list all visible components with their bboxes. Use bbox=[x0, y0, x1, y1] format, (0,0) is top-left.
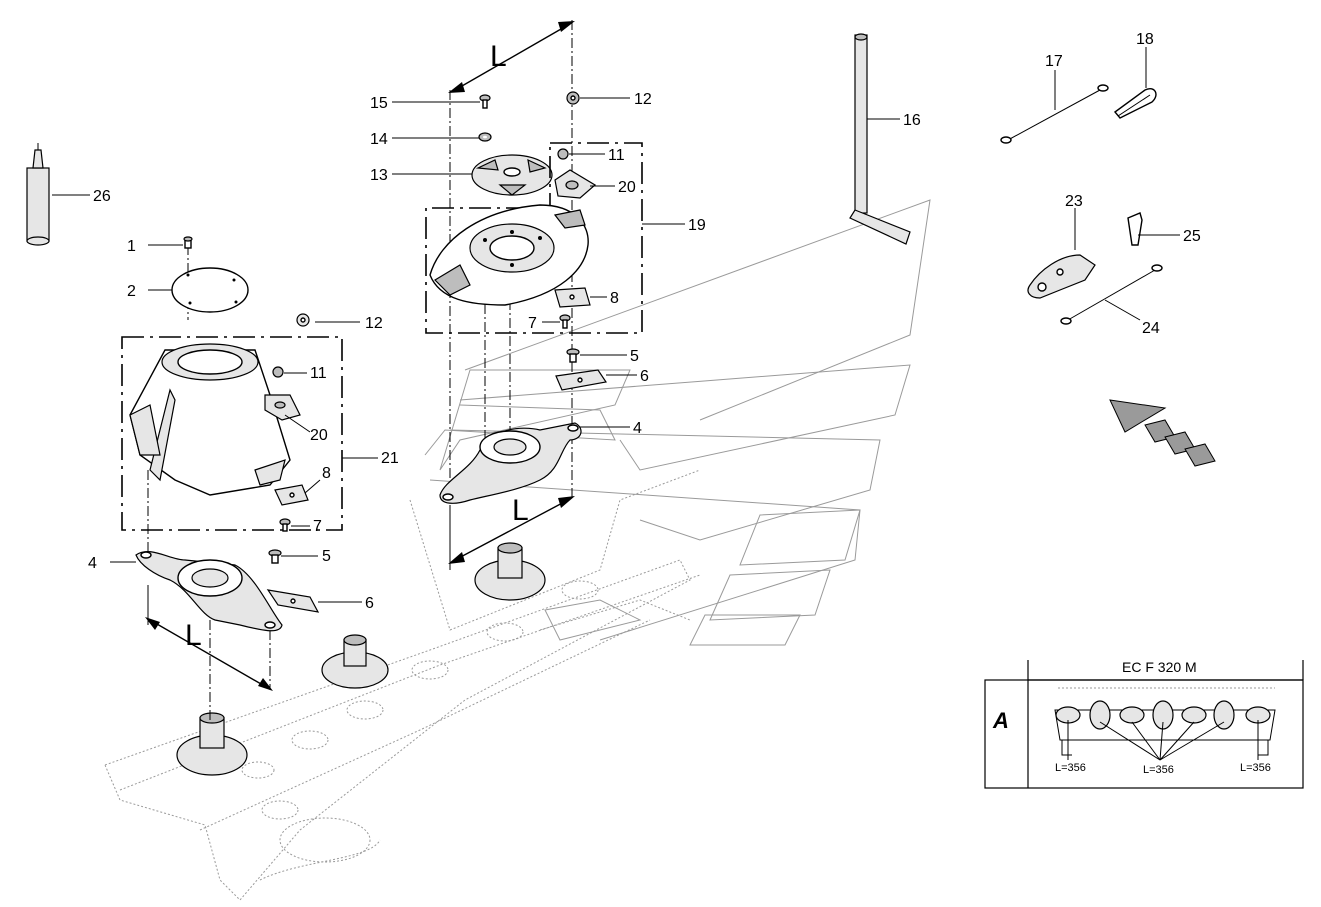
part-label: 17 bbox=[1045, 53, 1063, 70]
part-label: 8 bbox=[610, 290, 619, 307]
part-label: 21 bbox=[381, 450, 399, 467]
washer-part-14 bbox=[478, 132, 492, 142]
dimension-label: L bbox=[490, 40, 507, 73]
plate-part-8-right bbox=[554, 287, 591, 308]
part-label: 12 bbox=[634, 91, 652, 108]
part-label: 4 bbox=[88, 555, 97, 572]
part-label: 19 bbox=[688, 217, 706, 234]
drum-hood-part bbox=[129, 343, 291, 496]
screw-part-7-right bbox=[559, 314, 571, 329]
part-label: 26 bbox=[93, 188, 111, 205]
part-label: 12 bbox=[365, 315, 383, 332]
part-label: 7 bbox=[313, 518, 322, 535]
screw-part bbox=[183, 236, 193, 249]
nut-part-11-right bbox=[557, 148, 569, 160]
direction-arrow-icon bbox=[1109, 399, 1216, 467]
dimension-label: L bbox=[512, 494, 529, 527]
part-label: 23 bbox=[1065, 193, 1083, 210]
bolt-part-5-right bbox=[566, 348, 580, 363]
bracket-part-20 bbox=[264, 394, 301, 421]
part-label: 7 bbox=[528, 315, 537, 332]
part-label: 24 bbox=[1142, 320, 1160, 337]
lever-part-23 bbox=[1027, 254, 1096, 299]
grease-tube-part-26 bbox=[26, 143, 50, 246]
leader-lines bbox=[52, 47, 1180, 603]
part-label: 20 bbox=[618, 179, 636, 196]
blade-part-6-right bbox=[555, 369, 608, 391]
part-label: 15 bbox=[370, 95, 388, 112]
dimension-l-top bbox=[448, 21, 575, 93]
hex-key-tool-16 bbox=[849, 33, 911, 245]
dimension-l-lower bbox=[448, 496, 575, 570]
dimension-label: L bbox=[185, 619, 202, 652]
view-letter: A bbox=[992, 708, 1009, 733]
mower-bar-outline bbox=[104, 469, 701, 901]
screw-part-7 bbox=[279, 518, 291, 532]
left-assembly bbox=[121, 236, 343, 720]
disc-holder-part-4-right bbox=[439, 422, 582, 504]
plate-part-8 bbox=[274, 484, 309, 506]
nut-part-12 bbox=[296, 313, 310, 327]
part-labels: 1 2 4 5 6 7 8 11 12 20 21 26 15 14 13 12… bbox=[88, 31, 1201, 612]
part-label: 5 bbox=[322, 548, 331, 565]
part-label: 1 bbox=[127, 238, 136, 255]
cover-disc-part bbox=[171, 267, 249, 313]
inset-cutterbar bbox=[1054, 687, 1276, 761]
wire-part-17 bbox=[1000, 84, 1109, 144]
part-label: 13 bbox=[370, 167, 388, 184]
detail-inset: EC F 320 M A L=356 L=356 L=356 bbox=[984, 659, 1304, 789]
part-label: 16 bbox=[903, 112, 921, 129]
drum-hood-part-right bbox=[429, 204, 589, 306]
part-label: 14 bbox=[370, 131, 388, 148]
part-label: 4 bbox=[633, 420, 642, 437]
pin-part-18 bbox=[1113, 88, 1157, 119]
gear-unit-mid bbox=[321, 634, 389, 689]
inset-title: EC F 320 M bbox=[1122, 659, 1197, 675]
wire-part-24 bbox=[1060, 264, 1163, 325]
dimension-labels: L L L bbox=[185, 40, 529, 652]
part-label: 8 bbox=[322, 465, 331, 482]
part-label: 5 bbox=[630, 348, 639, 365]
part-label: 6 bbox=[365, 595, 374, 612]
nut-part-11 bbox=[272, 366, 284, 378]
bolt-part-5 bbox=[268, 549, 282, 564]
cap-part-13 bbox=[471, 154, 553, 196]
part-label: 25 bbox=[1183, 228, 1201, 245]
nut-part-12-top bbox=[566, 91, 580, 105]
guard-outline bbox=[424, 199, 931, 646]
part-label: 20 bbox=[310, 427, 328, 444]
right-assembly bbox=[425, 20, 643, 570]
part-label: 18 bbox=[1136, 31, 1154, 48]
part-label: 2 bbox=[127, 283, 136, 300]
blade-part-6 bbox=[266, 589, 320, 613]
part-label: 11 bbox=[608, 147, 625, 164]
bracket-part-20-right bbox=[554, 169, 597, 199]
part-label: 11 bbox=[310, 365, 327, 382]
gear-unit-left bbox=[176, 712, 248, 776]
gear-unit-right bbox=[474, 542, 546, 601]
dimension-l-left bbox=[145, 585, 273, 691]
inset-length: L=356 bbox=[1240, 762, 1271, 774]
screw-part-15 bbox=[479, 94, 491, 109]
pin-part-25 bbox=[1127, 212, 1143, 246]
disc-holder-part-4 bbox=[135, 550, 283, 632]
inset-length: L=356 bbox=[1143, 764, 1174, 776]
inset-length: L=356 bbox=[1055, 762, 1086, 774]
part-label: 6 bbox=[640, 368, 649, 385]
